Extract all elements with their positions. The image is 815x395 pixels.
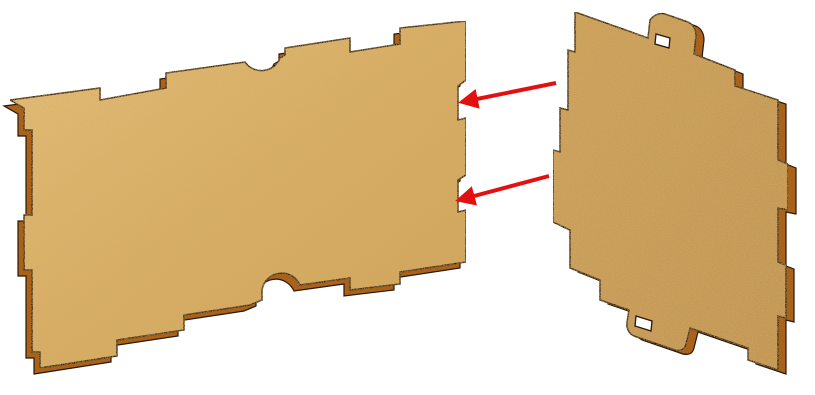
left-panel: [4, 21, 466, 374]
assembly-arrows: [459, 83, 556, 200]
lower-arrow: [459, 176, 549, 200]
right-panel-face: [553, 12, 788, 370]
right-panel: [553, 12, 796, 374]
left-panel-face: [10, 21, 466, 368]
upper-arrow: [462, 83, 556, 102]
